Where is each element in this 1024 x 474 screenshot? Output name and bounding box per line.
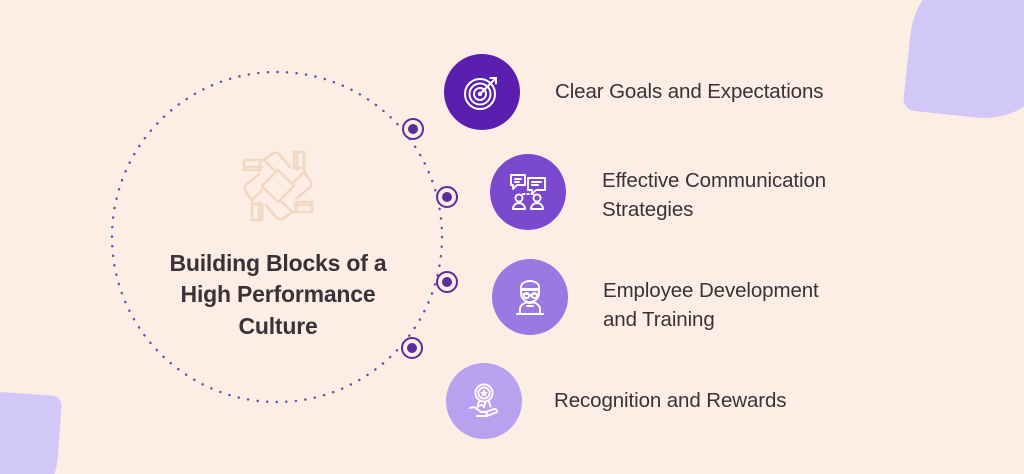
node-marker-1[interactable] (402, 118, 424, 140)
center-cluster: Building Blocks of a High Performance Cu… (132, 138, 424, 342)
target-arrow-icon (464, 77, 497, 110)
dotted-circle-path (110, 70, 444, 404)
node-marker-dot (442, 277, 452, 287)
item-bubble-2[interactable] (475, 154, 566, 230)
award-hand-icon (469, 383, 498, 417)
node-marker-3[interactable] (436, 271, 458, 293)
node-marker-2[interactable] (436, 186, 458, 208)
item-bubble-3[interactable] (477, 259, 568, 335)
node-marker-4[interactable] (401, 337, 423, 359)
decorative-blob-bottom-left (0, 387, 63, 474)
item-label-3: Employee Development and Training (603, 279, 819, 332)
node-marker-dot (442, 192, 452, 202)
chat-people-icon (510, 174, 546, 210)
node-marker-dot (407, 343, 417, 353)
student-laptop-icon (516, 280, 544, 315)
item-label-2: Effective Communication Strategies (602, 169, 827, 222)
teamwork-hands-icon (242, 150, 314, 222)
decorative-blob-top-right (902, 0, 1024, 126)
item-label-4: Recognition and Rewards (554, 389, 787, 412)
center-title: Building Blocks of a High Performance Cu… (169, 250, 387, 339)
node-marker-dot (408, 124, 418, 134)
item-bubble-4[interactable] (431, 363, 522, 439)
item-label-1: Clear Goals and Expectations (555, 80, 824, 103)
item-bubble-1[interactable] (429, 54, 520, 130)
